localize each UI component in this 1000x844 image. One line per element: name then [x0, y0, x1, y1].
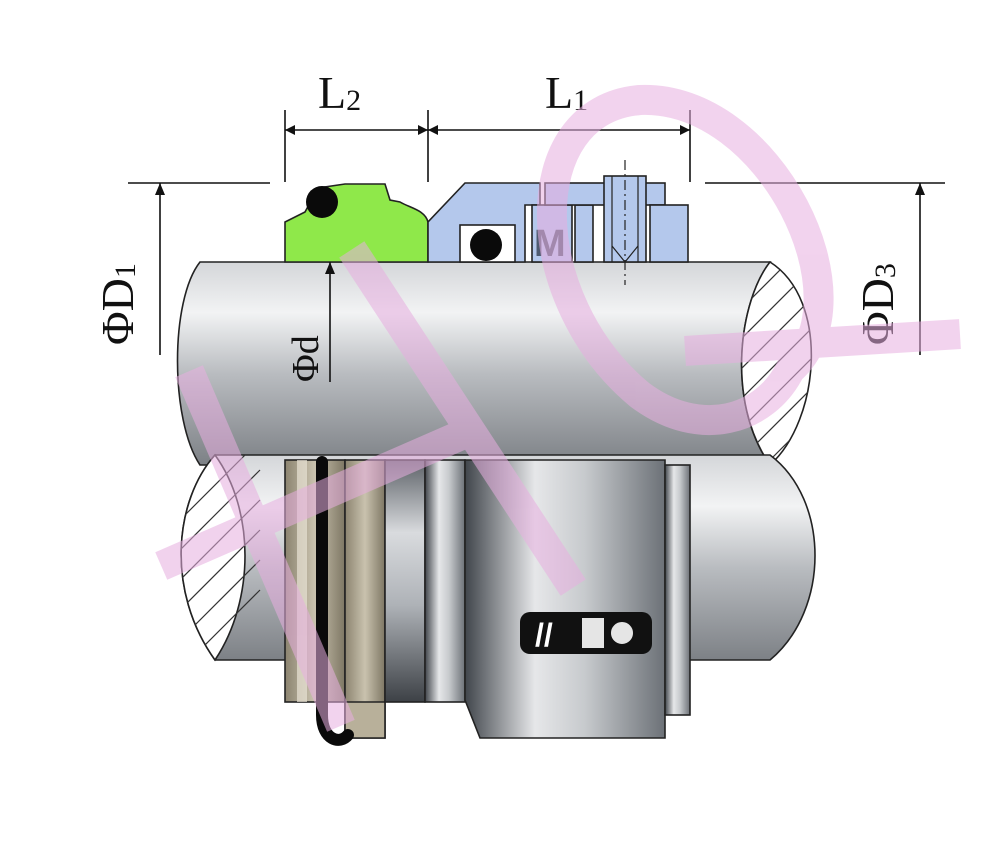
- oring-top-icon: [306, 186, 338, 218]
- mating-ring: [384, 459, 426, 703]
- drive-slot: //: [520, 612, 652, 654]
- label-d: Φd: [285, 335, 327, 382]
- retainer-lip: [664, 464, 691, 716]
- label-l1: L1: [545, 67, 588, 118]
- set-screw-icon: [609, 620, 635, 646]
- oring-inner-icon: [470, 229, 502, 261]
- label-l2: L2: [318, 67, 361, 118]
- drive-slot-glyph: //: [535, 617, 553, 653]
- retainer-end: [649, 204, 689, 263]
- label-d1: ΦD1: [92, 263, 143, 345]
- hq-watermark-logo: [155, 84, 961, 732]
- dimension-lines: [128, 110, 945, 382]
- retainer-plate: [574, 204, 594, 263]
- seat-ring: [344, 459, 386, 739]
- seal-assembly: //: [284, 456, 691, 746]
- rotating-body: [464, 459, 666, 739]
- face-ring: [424, 459, 466, 703]
